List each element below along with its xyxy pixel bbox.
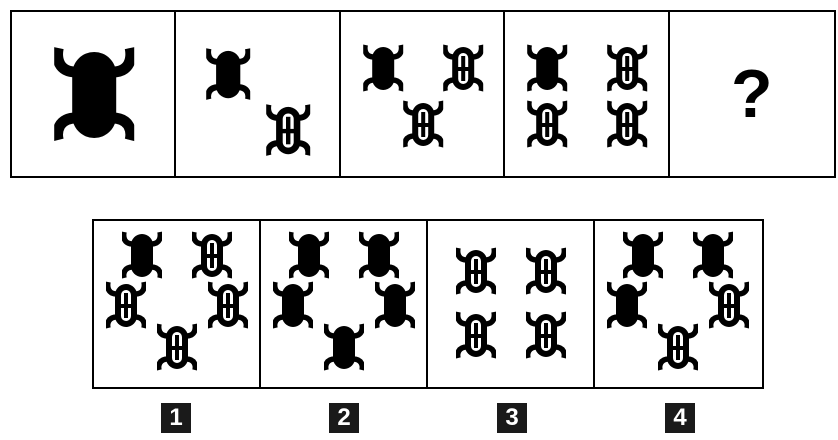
hollow-bug-icon xyxy=(529,101,566,147)
hollow-bug-icon xyxy=(609,45,646,91)
sequence-cell-1 xyxy=(12,12,176,176)
sequence-cell-4 xyxy=(505,12,669,176)
hollow-bug-icon xyxy=(210,282,247,328)
option-cell-1[interactable] xyxy=(94,221,261,387)
hollow-bug-icon xyxy=(609,101,646,147)
sequence-row: ? xyxy=(10,10,836,178)
sequence-cell-3 xyxy=(341,12,505,176)
option-cell-3[interactable] xyxy=(428,221,595,387)
question-mark: ? xyxy=(670,12,834,176)
sequence-cell-answer: ? xyxy=(670,12,834,176)
hollow-bug-icon xyxy=(660,324,697,370)
hollow-bug-icon xyxy=(528,248,565,294)
solid-bug-icon xyxy=(58,48,131,140)
option-label-3[interactable]: 3 xyxy=(497,403,527,433)
sequence-cell-2 xyxy=(176,12,340,176)
options-row xyxy=(92,219,764,389)
hollow-bug-icon xyxy=(445,45,482,91)
option-cell-4[interactable] xyxy=(595,221,762,387)
hollow-bug-icon xyxy=(108,282,145,328)
option-label-4[interactable]: 4 xyxy=(665,403,695,433)
solid-bug-icon xyxy=(361,232,398,278)
solid-bug-icon xyxy=(529,45,566,91)
solid-bug-icon xyxy=(291,232,328,278)
solid-bug-icon xyxy=(326,324,363,370)
hollow-bug-icon xyxy=(458,248,495,294)
solid-bug-icon xyxy=(609,282,646,328)
solid-bug-icon xyxy=(275,282,312,328)
hollow-bug-icon xyxy=(458,312,495,358)
solid-bug-icon xyxy=(377,282,414,328)
hollow-bug-icon xyxy=(194,232,231,278)
option-cell-2[interactable] xyxy=(261,221,428,387)
hollow-bug-icon xyxy=(159,324,196,370)
option-labels: 1 2 3 4 xyxy=(92,403,764,437)
option-label-2[interactable]: 2 xyxy=(329,403,359,433)
hollow-bug-icon xyxy=(711,282,748,328)
option-label-1[interactable]: 1 xyxy=(161,403,191,433)
solid-bug-icon xyxy=(695,232,732,278)
solid-bug-icon xyxy=(625,232,662,278)
solid-bug-icon xyxy=(124,232,161,278)
solid-bug-icon xyxy=(365,45,402,91)
hollow-bug-icon xyxy=(268,105,308,156)
hollow-bug-icon xyxy=(405,101,442,147)
hollow-bug-icon xyxy=(528,312,565,358)
solid-bug-icon xyxy=(208,49,248,100)
